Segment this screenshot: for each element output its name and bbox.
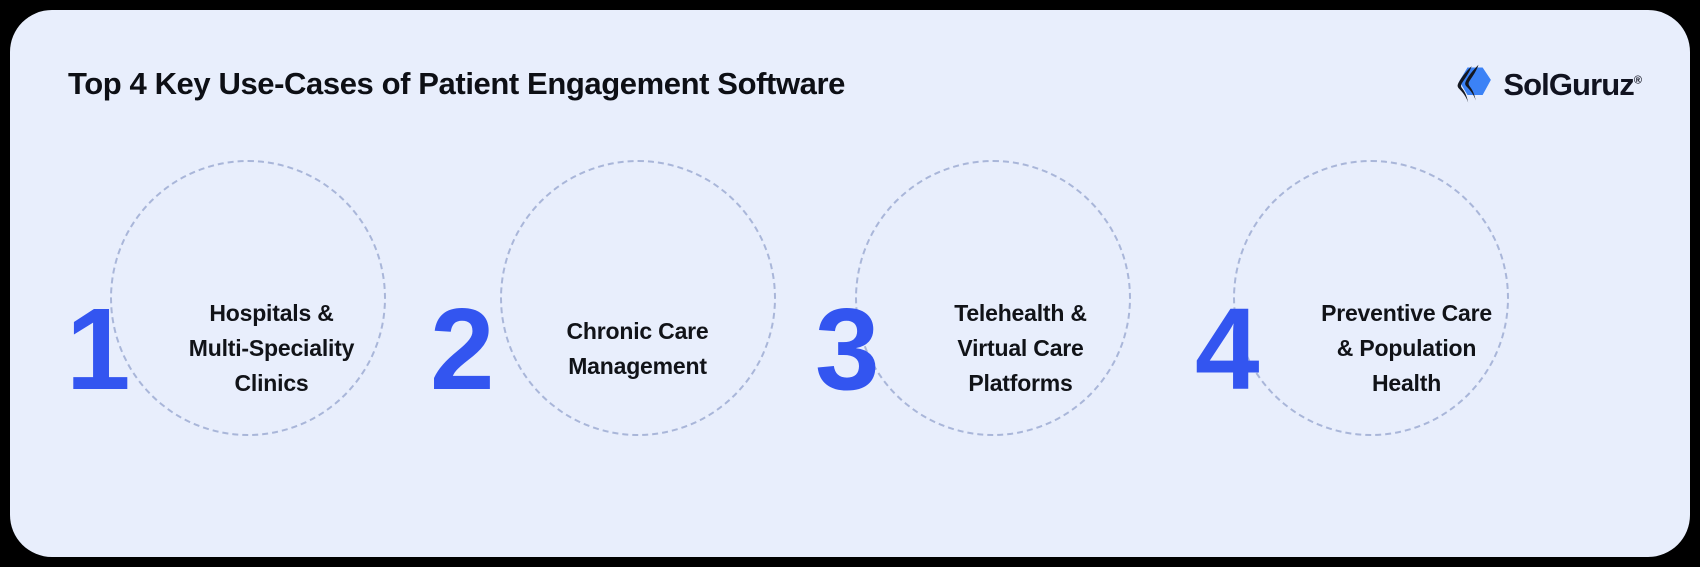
use-case-label-line: Platforms <box>968 369 1073 396</box>
brand-trademark-icon: ® <box>1633 74 1642 87</box>
use-case-item-2: 2 Chronic Care Management <box>430 140 820 557</box>
use-case-label-line: & Population <box>1336 335 1477 362</box>
use-case-number: 2 <box>430 283 494 414</box>
page-title: Top 4 Key Use-Cases of Patient Engagemen… <box>68 66 846 101</box>
use-case-label-line: Preventive Care <box>1321 300 1492 327</box>
brand-logo: SolGuruz® <box>1451 62 1642 106</box>
use-case-label: Hospitals & Multi-Speciality Clinics <box>147 296 397 401</box>
use-case-label: Chronic Care Management <box>513 314 763 384</box>
use-case-label-line: Virtual Care <box>957 335 1084 362</box>
use-case-item-4: 4 Preventive Care & Population Health <box>1185 140 1585 557</box>
use-case-label-line: Management <box>568 352 707 379</box>
infographic-panel: Top 4 Key Use-Cases of Patient Engagemen… <box>10 10 1690 557</box>
use-case-list: 1 Hospitals & Multi-Speciality Clinics 2… <box>10 140 1690 557</box>
use-case-item-1: 1 Hospitals & Multi-Speciality Clinics <box>58 140 448 557</box>
use-case-number: 4 <box>1195 283 1259 414</box>
use-case-label-line: Clinics <box>234 369 309 396</box>
dashed-circle-icon <box>500 160 776 436</box>
use-case-label-line: Telehealth & <box>954 300 1087 327</box>
use-case-item-3: 3 Telehealth & Virtual Care Platforms <box>805 140 1195 557</box>
use-case-label-line: Hospitals & <box>209 300 334 327</box>
use-case-label-line: Health <box>1371 369 1442 396</box>
use-case-label: Preventive Care & Population Health <box>1276 296 1538 401</box>
solguruz-hexagon-logo-icon <box>1457 64 1492 103</box>
use-case-number: 1 <box>66 283 130 414</box>
use-case-number: 3 <box>815 283 879 414</box>
use-case-label-line: Multi-Speciality <box>188 335 355 362</box>
use-case-label: Telehealth & Virtual Care Platforms <box>896 296 1146 401</box>
brand-name: SolGuruz® <box>1503 69 1642 100</box>
header: Top 4 Key Use-Cases of Patient Engagemen… <box>10 10 1690 140</box>
use-case-label-line: Chronic Care <box>566 317 709 344</box>
brand-name-text: SolGuruz <box>1503 66 1634 102</box>
